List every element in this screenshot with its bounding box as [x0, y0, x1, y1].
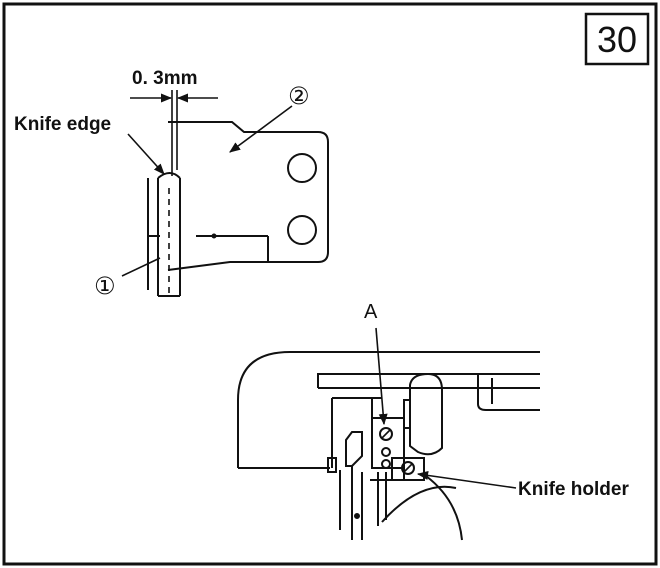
knife-holder-leader [416, 470, 517, 489]
rail-upper [317, 373, 540, 388]
top-detail-diagram [121, 90, 329, 297]
knife-holder-bracket [391, 457, 425, 481]
curved-guard-top [381, 485, 457, 523]
curved-guard-side [425, 475, 463, 541]
presser-pin [354, 513, 360, 519]
screw-a-label: A [364, 301, 378, 323]
plate-hole-lower [287, 215, 317, 245]
knife-edge-label: Knife edge [14, 114, 111, 135]
presser-stop [327, 457, 337, 473]
bottom-detail-diagram [237, 327, 540, 541]
part-1-label: ① [94, 272, 116, 300]
rail-bracket-foot [477, 403, 540, 411]
dimension-label: 0. 3mm [132, 68, 197, 89]
screw-small-1 [381, 447, 391, 457]
figure-number-box: 30 [584, 12, 650, 66]
screw-small-2 [381, 459, 391, 469]
presser-head [345, 431, 363, 467]
screw-a-slot [381, 429, 391, 439]
rail-bracket [477, 374, 493, 404]
screw-holder [401, 461, 415, 475]
part-2-leader [229, 105, 293, 153]
plate-hole-upper [287, 153, 317, 183]
screw-a-leader [375, 327, 388, 426]
knife-tip [157, 172, 181, 179]
knife-holder-label: Knife holder [518, 479, 629, 500]
machine-body-outline [237, 351, 540, 468]
part-1-leader [121, 257, 161, 277]
presser-bar [339, 466, 363, 540]
upper-post [409, 372, 443, 456]
screw-holder-slot [403, 463, 413, 473]
knife-edge-leader [127, 133, 165, 175]
figure-number: 30 [597, 19, 637, 60]
plate-dot [211, 233, 217, 239]
holder-plate-outline [167, 121, 329, 271]
part-2-label: ② [288, 82, 310, 110]
screw-a [379, 427, 393, 441]
